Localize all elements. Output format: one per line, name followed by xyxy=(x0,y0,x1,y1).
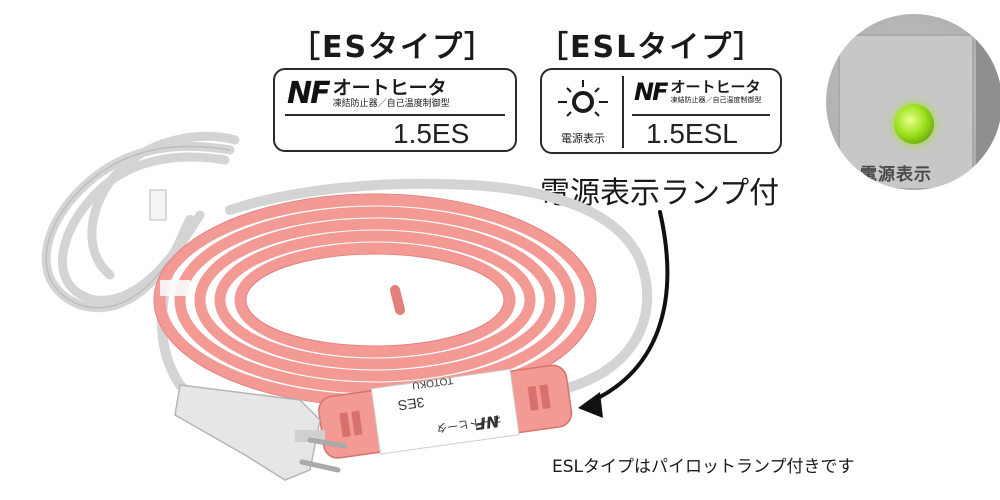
led-indicator-icon xyxy=(894,104,934,144)
nf-logo-icon: NF xyxy=(634,78,669,106)
power-plug xyxy=(174,384,348,481)
es-divider xyxy=(285,114,505,116)
esl-divider xyxy=(632,114,770,116)
esl-label-card: 電源表示 NF オートヒータ 凍結防止器／自己温度制御型 1.5ESL xyxy=(540,68,782,154)
pointer-arrow xyxy=(588,210,670,404)
esl-brand-name: オートヒータ xyxy=(670,78,761,96)
gray-cord-loop xyxy=(225,178,653,395)
es-brand-name: オートヒータ xyxy=(332,76,447,99)
connector-housing xyxy=(318,364,573,459)
esl-brand: NF オートヒータ 凍結防止器／自己温度制御型 xyxy=(634,78,761,106)
inset-label: 電源表示 xyxy=(860,165,932,185)
heater-end xyxy=(390,285,405,315)
cord-tie xyxy=(149,189,167,221)
pilot-lamp-note: ESLタイプはパイロットランプ付きです xyxy=(552,457,855,477)
es-type-title: ［ESタイプ］ xyxy=(290,30,497,65)
tag-logo: NF xyxy=(473,411,501,434)
esl-vertical-divider xyxy=(622,76,624,148)
heater-band xyxy=(160,280,190,296)
es-brand-sub: 凍結防止器／自己温度制御型 xyxy=(332,98,450,109)
gray-cord-outline xyxy=(45,145,231,309)
lamp-inset-photo: 電源表示 xyxy=(826,14,1000,190)
lamp-label: 電源表示 xyxy=(561,132,605,145)
es-label-card: NF オートヒータ 凍結防止器／自己温度制御型 1.5ES xyxy=(273,68,517,152)
lamp-icon xyxy=(558,80,608,117)
arrow-head-icon xyxy=(578,392,603,418)
esl-brand-sub: 凍結防止器／自己温度制御型 xyxy=(670,96,762,104)
esl-type-title: ［ESLタイプ］ xyxy=(538,30,766,65)
nf-logo-icon: NF xyxy=(287,76,331,111)
es-model: 1.5ES xyxy=(393,118,470,149)
es-brand: NF オートヒータ 凍結防止器／自己温度制御型 xyxy=(287,76,450,111)
esl-model: 1.5ESL xyxy=(646,118,738,149)
inset-edge xyxy=(976,34,1000,186)
